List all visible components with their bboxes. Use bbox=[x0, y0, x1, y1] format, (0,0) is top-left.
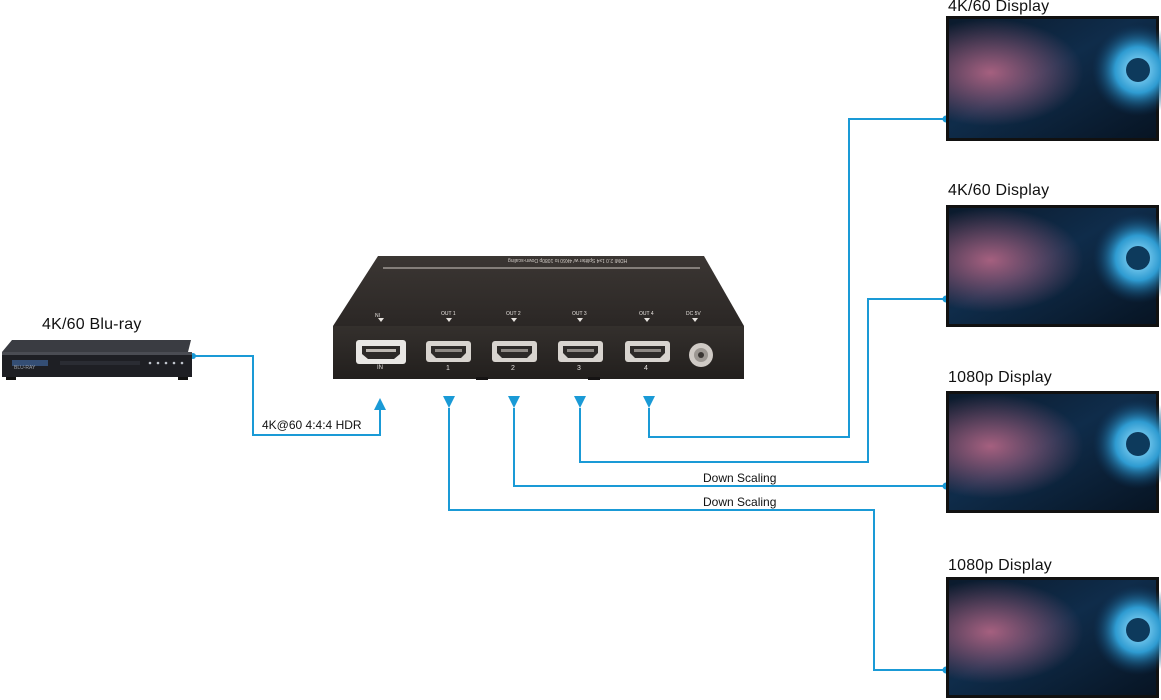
display-1 bbox=[946, 16, 1161, 141]
arrow-in bbox=[374, 398, 386, 410]
display-3 bbox=[946, 391, 1161, 513]
display-1-label: 4K/60 Display bbox=[948, 0, 1050, 15]
arrow-out1 bbox=[443, 396, 455, 408]
bluray-front-text: BLU-RAY bbox=[14, 365, 36, 371]
port-dc-top-label: DC 5V bbox=[686, 311, 701, 317]
arrowheads bbox=[374, 396, 655, 410]
port-in-bottom-label: IN bbox=[377, 365, 383, 371]
display-screens bbox=[946, 16, 1161, 698]
arrow-out4 bbox=[643, 396, 655, 408]
display-4-label: 1080p Display bbox=[948, 557, 1052, 574]
source-connection-label: 4K@60 4:4:4 HDR bbox=[262, 418, 362, 432]
port-out2-bottom-label: 2 bbox=[511, 365, 515, 372]
display-2 bbox=[946, 205, 1161, 327]
arrow-out3 bbox=[574, 396, 586, 408]
down-scaling-label-2: Down Scaling bbox=[703, 495, 777, 509]
cables bbox=[193, 118, 946, 671]
port-in-top-label: IN bbox=[375, 311, 380, 317]
cable-out2-to-display-3 bbox=[513, 408, 946, 487]
display-3-label: 1080p Display bbox=[948, 369, 1052, 386]
source-label: 4K/60 Blu-ray bbox=[42, 316, 142, 333]
splitter-caption: HDMI 2.0 1x4 Splitter w/ 4K60 to 1080p D… bbox=[508, 257, 628, 263]
cable-out1-to-display-4 bbox=[448, 408, 946, 671]
down-scaling-label-1: Down Scaling bbox=[703, 471, 777, 485]
arrow-out2 bbox=[508, 396, 520, 408]
cable-out3-to-display-2 bbox=[579, 298, 946, 463]
port-out4-top-label: OUT 4 bbox=[639, 311, 654, 317]
display-4 bbox=[946, 577, 1161, 698]
port-out1-top-label: OUT 1 bbox=[441, 311, 456, 317]
endpoint-dots bbox=[190, 115, 950, 674]
display-2-label: 4K/60 Display bbox=[948, 182, 1050, 199]
cable-source-to-in bbox=[193, 355, 381, 436]
port-out2-top-label: OUT 2 bbox=[506, 311, 521, 317]
cable-out4-to-display-1 bbox=[648, 118, 946, 438]
bluray-player bbox=[2, 340, 192, 380]
hdmi-splitter bbox=[333, 256, 744, 380]
port-out1-bottom-label: 1 bbox=[446, 365, 450, 372]
port-out4-bottom-label: 4 bbox=[644, 365, 648, 372]
port-out3-top-label: OUT 3 bbox=[572, 311, 587, 317]
port-out3-bottom-label: 3 bbox=[577, 365, 581, 372]
